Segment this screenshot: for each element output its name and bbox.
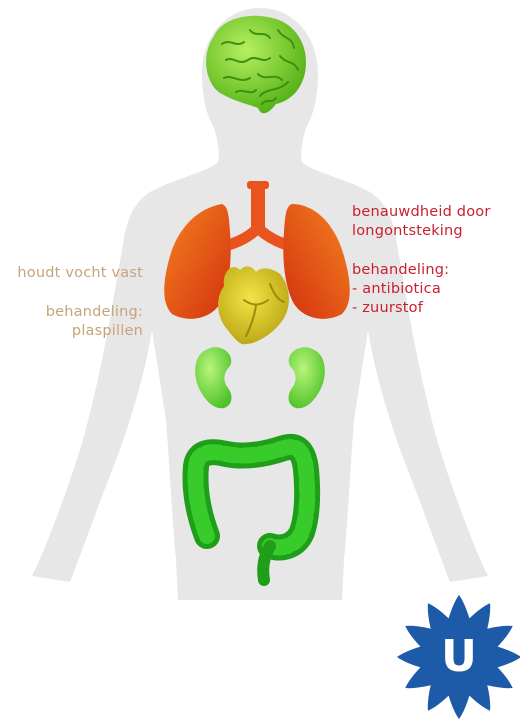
- pneumonia-label-line2: longontsteking: [352, 222, 463, 241]
- logo-emblem: U: [397, 595, 520, 719]
- pneumonia-treatment-heading: behandeling:: [352, 261, 449, 280]
- fluid-retention-label: houdt vocht vast: [17, 264, 143, 283]
- pneumonia-treatment-item-2: - zuurstof: [352, 299, 423, 318]
- fluid-treatment-item: plaspillen: [72, 322, 143, 341]
- fluid-treatment-heading: behandeling:: [46, 303, 143, 322]
- pneumonia-label-line1: benauwdheid door: [352, 203, 491, 222]
- logo-letter: U: [441, 631, 477, 682]
- pneumonia-treatment-item-1: - antibiotica: [352, 280, 441, 299]
